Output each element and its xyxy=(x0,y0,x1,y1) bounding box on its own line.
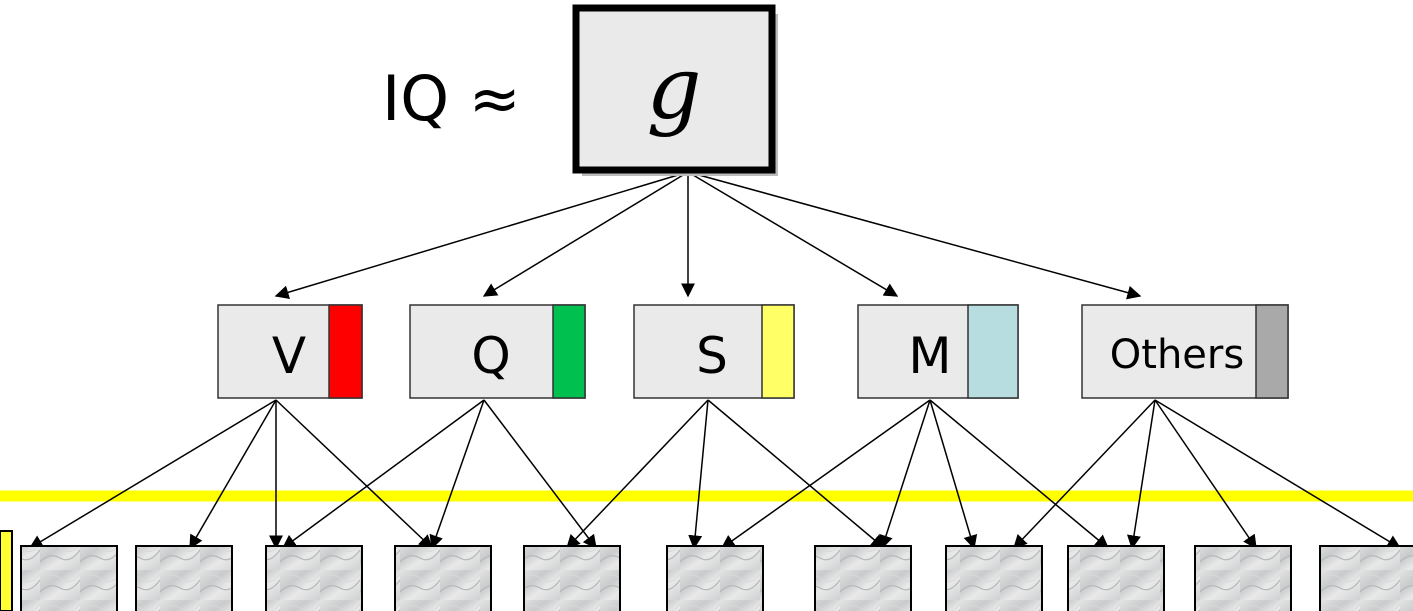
factor-to-test-arrow xyxy=(275,399,434,549)
g-to-factor-arrow xyxy=(687,171,899,297)
factor-label: S xyxy=(696,327,728,385)
factor-to-test-arrow xyxy=(929,399,1110,549)
test-box xyxy=(666,545,764,611)
factor-box-q: Q xyxy=(409,304,586,399)
test-box xyxy=(20,545,118,611)
g-to-factor-arrow xyxy=(482,171,689,297)
highlight-marker xyxy=(0,530,13,611)
factor-color-swatch xyxy=(761,304,795,399)
factor-color-swatch xyxy=(328,304,363,399)
factor-box-others: Others xyxy=(1081,304,1289,399)
factor-to-test-arrow xyxy=(1154,399,1402,549)
test-box xyxy=(394,545,492,611)
iq-label: IQ ≈ xyxy=(382,62,521,135)
g-to-factor-arrow xyxy=(687,171,1142,300)
factor-box-v: V xyxy=(217,304,363,399)
factor-to-test-arrow xyxy=(688,399,709,550)
factor-to-test-arrow xyxy=(566,399,709,550)
test-box xyxy=(265,545,363,611)
factor-label: V xyxy=(272,327,306,385)
g-to-factor-arrows xyxy=(274,171,1142,300)
factor-to-test-arrow xyxy=(1154,399,1257,550)
factor-to-test-arrow xyxy=(1013,399,1156,550)
factor-box-m: M xyxy=(857,304,1019,399)
factor-label: M xyxy=(908,327,951,385)
factor-to-test-arrow xyxy=(707,399,886,549)
factor-to-test-arrow xyxy=(28,399,277,549)
factor-box-s: S xyxy=(633,304,795,399)
factor-to-test-arrow xyxy=(929,399,978,550)
factor-to-test-arrow xyxy=(720,399,931,549)
factor-color-swatch xyxy=(552,304,586,399)
test-box xyxy=(523,545,621,611)
factor-to-test-arrow xyxy=(1127,399,1156,550)
test-box xyxy=(945,545,1043,611)
test-box xyxy=(1319,545,1413,611)
factor-color-swatch xyxy=(1255,304,1289,399)
factor-color-swatch xyxy=(967,304,1019,399)
factor-label: Q xyxy=(471,327,510,385)
test-boxes xyxy=(20,545,1413,611)
test-box xyxy=(1194,545,1292,611)
factor-to-test-arrows xyxy=(28,399,1402,550)
g-factor-label: g xyxy=(646,39,701,139)
factor-to-test-arrow xyxy=(189,399,277,550)
factor-label: Others xyxy=(1110,332,1244,378)
g-box xyxy=(572,4,776,174)
factor-to-test-arrow xyxy=(879,399,931,550)
factor-box-bg xyxy=(1081,304,1289,399)
test-box xyxy=(814,545,912,611)
factor-to-test-arrow xyxy=(281,399,485,549)
factor-to-test-arrow xyxy=(483,399,597,550)
g-to-factor-arrow xyxy=(274,171,689,300)
test-box xyxy=(1067,545,1165,611)
factor-to-test-arrow xyxy=(429,399,485,550)
test-box xyxy=(135,545,233,611)
